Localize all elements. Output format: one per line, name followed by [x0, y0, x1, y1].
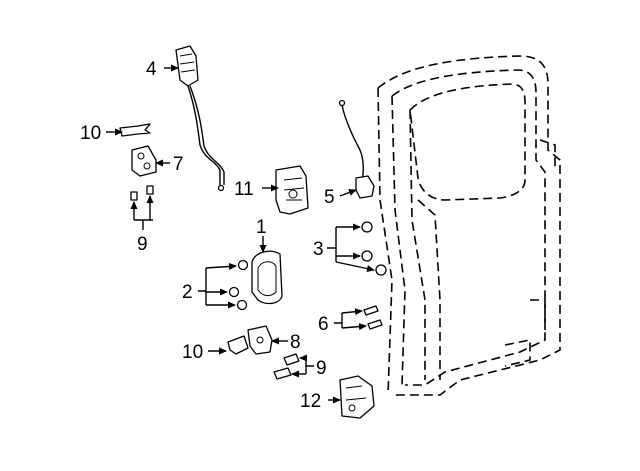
part-4-cable — [175, 45, 225, 192]
callout-12: 12 — [300, 391, 321, 412]
part-6-bolts — [363, 305, 383, 330]
callout-10-upper: 10 — [80, 123, 101, 144]
door-frame-outline — [377, 55, 561, 396]
callout-2: 2 — [182, 282, 193, 303]
callout-7: 7 — [173, 154, 184, 175]
part-8-bracket — [247, 325, 273, 355]
part-9-screws-upper — [130, 185, 154, 201]
part-12-hinge — [339, 375, 375, 419]
callout-8: 8 — [290, 332, 301, 353]
part-10-clip-lower — [227, 335, 249, 355]
part-11-lock-mechanism — [275, 165, 309, 215]
part-5-rod-latch — [338, 99, 375, 199]
callout-6: 6 — [318, 314, 329, 335]
callout-10-lower: 10 — [182, 342, 203, 363]
callout-9-lower: 9 — [316, 358, 327, 379]
callout-3: 3 — [313, 239, 324, 260]
callout-4: 4 — [146, 59, 157, 80]
part-3-nuts — [361, 221, 387, 276]
callout-labels: 4 10 7 9 11 5 1 3 2 6 10 8 9 12 — [80, 59, 335, 412]
callout-1: 1 — [256, 217, 267, 238]
callout-9-upper: 9 — [137, 234, 148, 255]
part-1-handle — [251, 250, 283, 305]
callout-5: 5 — [324, 187, 335, 208]
part-7-bracket — [131, 145, 157, 177]
part-9-screws-lower — [273, 353, 300, 380]
part-10-clip-upper — [119, 123, 151, 137]
leader-lines — [106, 64, 375, 404]
part-2-bolts — [228, 259, 249, 311]
callout-11: 11 — [234, 179, 254, 200]
